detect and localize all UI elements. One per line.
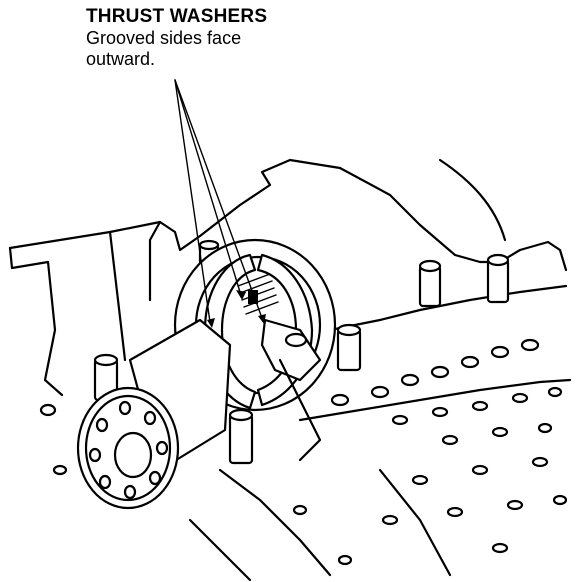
engine-block-outline <box>8 158 568 272</box>
callout-note-line2: outward. <box>86 49 156 69</box>
callout-title: THRUST WASHERS <box>86 6 268 27</box>
crank-pin <box>284 332 308 348</box>
block-upper-curve <box>438 158 507 242</box>
block-bolt <box>52 464 68 476</box>
thrust-washer-callout: THRUST WASHERS Grooved sides face outwar… <box>86 6 267 70</box>
leader-lines <box>174 79 266 328</box>
block-studs <box>93 239 510 465</box>
block-lower-left <box>188 518 252 582</box>
crank-arm <box>278 358 322 462</box>
deck-holes <box>292 338 568 566</box>
pulley-bolt-holes <box>88 400 169 500</box>
block-bottom <box>218 468 332 577</box>
block-left-inner <box>108 230 127 362</box>
deck-surface <box>328 284 568 332</box>
crank-pulley-rim <box>84 394 172 502</box>
crank-web <box>260 318 322 382</box>
block-bolt <box>39 403 57 417</box>
washer-tab <box>248 290 258 304</box>
block-bottom-right <box>378 468 452 577</box>
callout-note-line1: Grooved sides face <box>86 28 242 48</box>
crank-pulley-hub <box>113 431 153 479</box>
block-left-wall <box>8 246 64 397</box>
deck-lower-edge <box>298 378 572 422</box>
block-web <box>148 220 162 302</box>
